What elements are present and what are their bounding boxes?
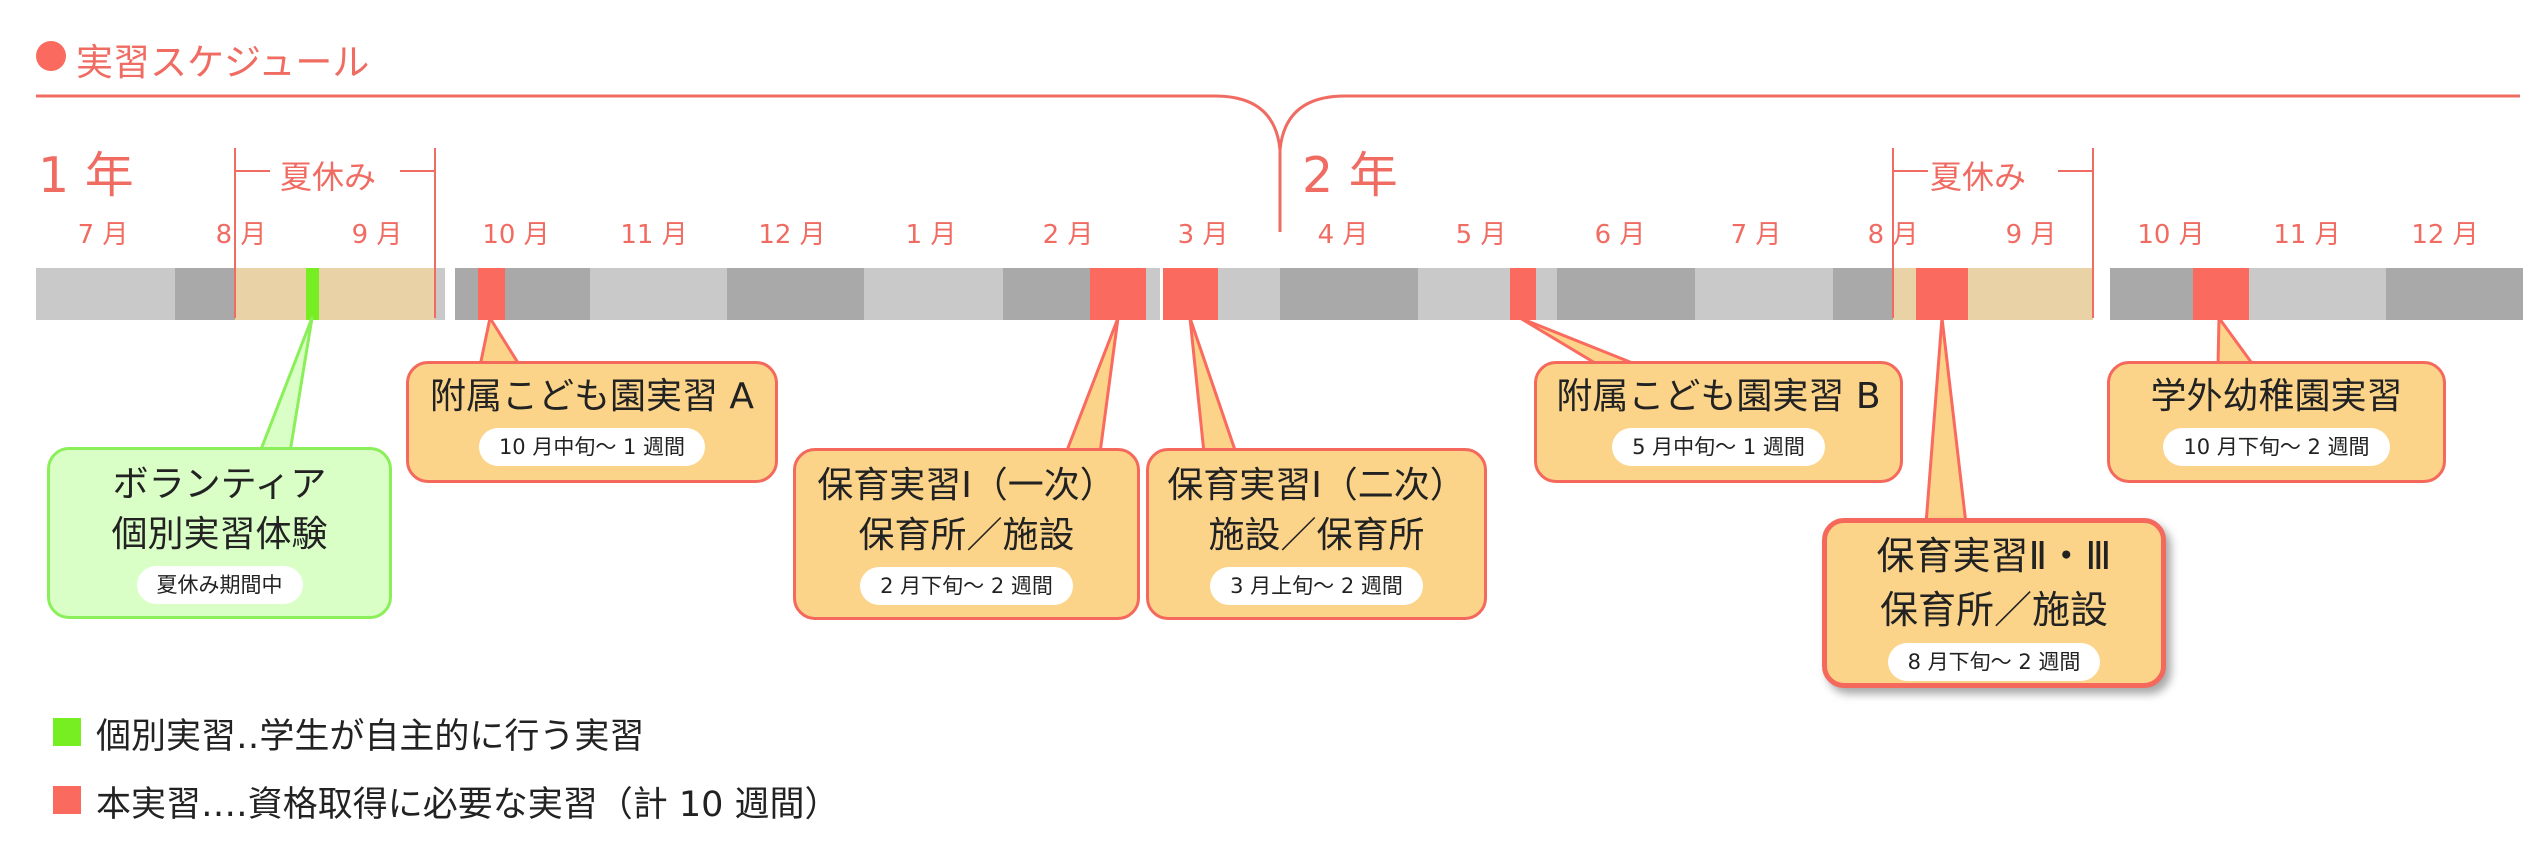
- callout-hoiku-1-first: 保育実習Ⅰ（一次） 保育所／施設 2 月下旬～ 2 週間: [793, 448, 1140, 620]
- pointer-volunteer: [258, 316, 314, 454]
- timeline-segment: [1695, 268, 1833, 320]
- year1-month-label: 12 月: [758, 220, 826, 250]
- year1-month-label: 9 月: [351, 220, 403, 250]
- timeline-gap: [445, 268, 455, 320]
- callout-kodomoen-a: 附属こども園実習 A 10 月中旬～ 1 週間: [406, 361, 778, 483]
- year2-month-label: 12 月: [2411, 220, 2479, 250]
- timeline-gap: [2093, 268, 2110, 320]
- timeline-segment: [1280, 268, 1418, 320]
- year1-month-label: 3 月: [1177, 220, 1229, 250]
- callout-gakugai-yochien-period: 10 月下旬～ 2 週間: [2163, 428, 2390, 466]
- year1-month-label: 8 月: [215, 220, 267, 250]
- timeline-segment: [1557, 268, 1695, 320]
- page-title: 実習スケジュール: [76, 41, 370, 84]
- summer-bracket-year1-edges: [234, 148, 436, 318]
- callout-hoiku-2-3: 保育実習Ⅱ・Ⅲ 保育所／施設 8 月下旬～ 2 週間: [1822, 518, 2166, 688]
- callout-kodomoen-b-title: 附属こども園実習 B: [1556, 376, 1881, 417]
- year1-month-label: 10 月: [482, 220, 550, 250]
- year2-month-label: 11 月: [2273, 220, 2341, 250]
- timeline-segment: [450, 268, 590, 320]
- callout-kodomoen-a-period: 10 月中旬～ 1 週間: [478, 428, 706, 466]
- timeline-segment: [1418, 268, 1557, 320]
- year2-month-label: 5 月: [1455, 220, 1507, 250]
- callout-hoiku-1-first-period: 2 月下旬～ 2 週間: [860, 567, 1073, 605]
- year1-month-label: 2 月: [1042, 220, 1094, 250]
- pointer-kodomoen-a: [478, 316, 522, 368]
- summer-bracket-year2-edges: [1892, 148, 2094, 318]
- callout-hoiku-1-second-line2: 施設／保育所: [1208, 515, 1425, 556]
- pointer-hoiku-2-3: [1924, 316, 1968, 526]
- timeline-segment: [590, 268, 727, 320]
- year1-month-label: 7 月: [77, 220, 129, 250]
- legend-main-training: 本実習‥‥資格取得に必要な実習（計 10 週間）: [96, 785, 840, 825]
- pointer-kodomoen-b: [1518, 316, 1642, 368]
- callout-volunteer: ボランティア 個別実習体験 夏休み期間中: [47, 447, 392, 619]
- timeline-segment: [2248, 268, 2386, 320]
- red-block-training: [1916, 268, 1968, 320]
- callout-hoiku-2-3-line1: 保育実習Ⅱ・Ⅲ: [1876, 534, 2112, 578]
- callout-hoiku-1-second-line1: 保育実習Ⅰ（二次）: [1167, 465, 1466, 506]
- callout-volunteer-line1: ボランティア: [112, 464, 327, 505]
- pointer-hoiku-1-second: [1188, 316, 1238, 455]
- red-block-training: [1510, 268, 1536, 320]
- callout-hoiku-1-second-period: 3 月上旬～ 2 週間: [1210, 567, 1423, 605]
- callout-kodomoen-b-period: 5 月中旬～ 1 週間: [1612, 428, 1825, 466]
- red-block-training: [1090, 268, 1146, 320]
- callout-hoiku-2-3-line2: 保育所／施設: [1879, 588, 2108, 632]
- year2-month-label: 10 月: [2137, 220, 2205, 250]
- year1-month-label: 11 月: [620, 220, 688, 250]
- timeline-segment: [2386, 268, 2523, 320]
- timeline-segment: [864, 268, 1003, 320]
- timeline-segment: [36, 268, 175, 320]
- callout-hoiku-1-second: 保育実習Ⅰ（二次） 施設／保育所 3 月上旬～ 2 週間: [1146, 448, 1487, 620]
- summer-label-year1: 夏休み: [280, 158, 377, 196]
- title-bullet-icon: [36, 41, 66, 71]
- red-block-training: [1163, 268, 1218, 320]
- year-1-label: 1 年: [38, 147, 134, 204]
- callout-gakugai-yochien-title: 学外幼稚園実習: [2150, 376, 2403, 417]
- green-block-volunteer: [306, 268, 319, 320]
- callout-volunteer-period: 夏休み期間中: [136, 566, 303, 604]
- legend-green-swatch: [53, 718, 81, 746]
- callout-hoiku-1-first-line1: 保育実習Ⅰ（一次）: [817, 465, 1116, 506]
- legend-individual-training: 個別実習‥学生が自主的に行う実習: [96, 717, 645, 757]
- legend-red-swatch: [53, 786, 81, 814]
- pointer-hoiku-1-first: [1064, 316, 1120, 455]
- timeline-segment: [727, 268, 864, 320]
- callout-kodomoen-b: 附属こども園実習 B 5 月中旬～ 1 週間: [1534, 361, 1903, 483]
- callout-volunteer-line2: 個別実習体験: [111, 514, 328, 555]
- year2-month-label: 4 月: [1317, 220, 1369, 250]
- year2-month-label: 6 月: [1594, 220, 1646, 250]
- callout-hoiku-2-3-period: 8 月下旬～ 2 週間: [1887, 643, 2101, 681]
- red-block-training: [478, 268, 505, 320]
- year2-month-label: 7 月: [1730, 220, 1782, 250]
- summer-band-year1: [235, 268, 435, 320]
- pointer-gakugai-yochien: [2216, 316, 2256, 368]
- year-2-label: 2 年: [1302, 147, 1398, 204]
- year-bracket-line: [36, 94, 2520, 232]
- timeline-gap: [1160, 268, 1165, 320]
- year2-month-label: 9 月: [2005, 220, 2057, 250]
- callout-gakugai-yochien: 学外幼稚園実習 10 月下旬～ 2 週間: [2107, 361, 2446, 483]
- summer-label-year2: 夏休み: [1930, 158, 2027, 196]
- callout-kodomoen-a-title: 附属こども園実習 A: [429, 376, 755, 417]
- year2-month-label: 8 月: [1867, 220, 1919, 250]
- red-block-training: [2193, 268, 2249, 320]
- year1-month-label: 1 月: [905, 220, 957, 250]
- callout-hoiku-1-first-line2: 保育所／施設: [858, 515, 1075, 556]
